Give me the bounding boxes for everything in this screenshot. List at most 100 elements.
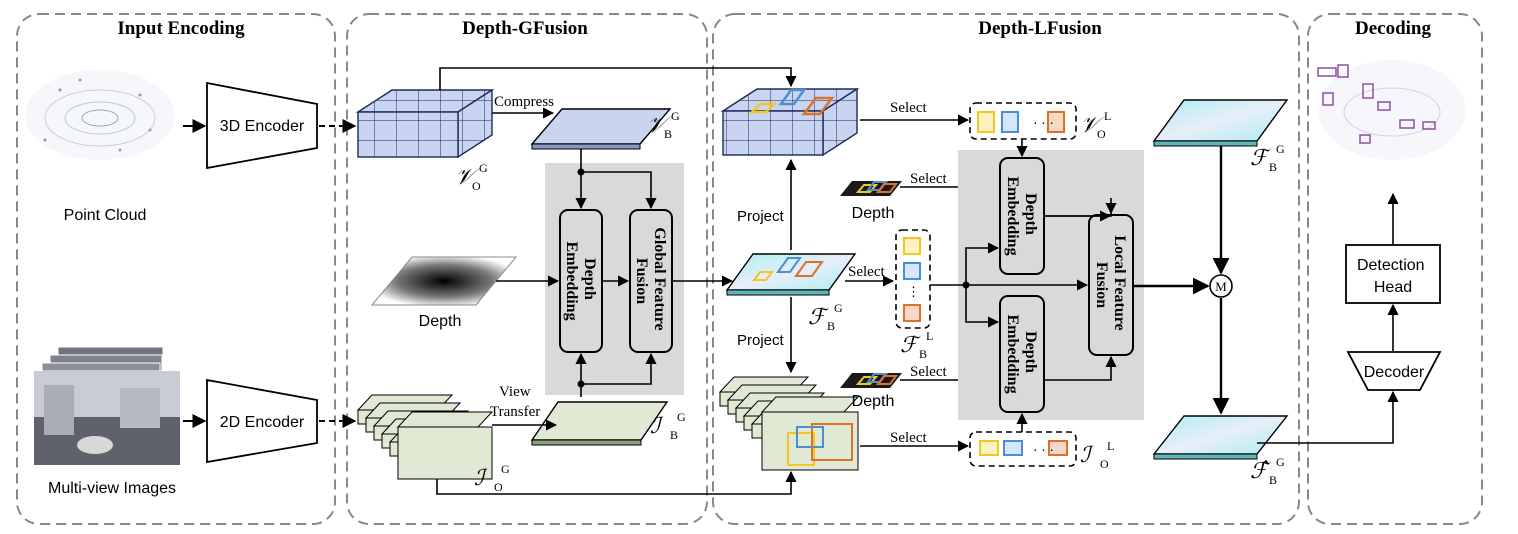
symbol-v-o-g: 𝒱 O G: [455, 161, 488, 193]
svg-text:B: B: [1269, 160, 1277, 174]
svg-text:B: B: [664, 127, 672, 141]
selected-bev-cubes: ⋮: [903, 237, 921, 322]
detection-head-label: Detection Head: [1357, 257, 1429, 296]
global-feature-fusion-label: Global Feature Fusion: [633, 227, 668, 334]
depth-crop-top: [840, 181, 902, 196]
svg-text:G: G: [501, 462, 510, 476]
depth-lfusion-frame: [712, 13, 1300, 525]
image-feature-stack: [356, 394, 494, 480]
svg-text:B: B: [919, 347, 927, 361]
decoding-connectors: [1257, 192, 1399, 444]
decoder-shape: [1346, 351, 1442, 391]
select-label-depth-top: Select: [910, 171, 947, 187]
bev-final-plane-edge: [1153, 453, 1258, 460]
svg-text:L: L: [926, 329, 933, 343]
depth-map: [370, 256, 518, 306]
svg-text:B: B: [670, 428, 678, 442]
merge-node: [1209, 274, 1233, 298]
depth-gfusion-frame: [346, 13, 708, 525]
svg-text:G: G: [479, 161, 488, 175]
svg-text:O: O: [1097, 127, 1106, 141]
bev-voxel-plane-edge: [531, 143, 641, 150]
bev-box-orange: [794, 261, 824, 277]
symbol-f-b-g-hat: ℱ̂ B G: [1250, 455, 1285, 487]
point-cloud-label: Point Cloud: [64, 207, 147, 224]
depth-label-gfusion: Depth: [419, 313, 462, 330]
select-label-bev: Select: [848, 264, 885, 280]
encoder-2d-label: 2D Encoder: [220, 414, 305, 431]
symbol-v-o-l: 𝒱 O L: [1080, 109, 1111, 141]
svg-text:ℱ̂: ℱ̂: [1250, 458, 1271, 483]
detection-output-image: [1317, 60, 1466, 160]
selected-bev-box: [895, 229, 931, 329]
compress-label: Compress: [494, 94, 554, 110]
svg-text:ℱ: ℱ: [808, 304, 829, 329]
bev-box-blue: [776, 257, 802, 273]
encoder-3d-label: 3D Encoder: [220, 118, 305, 135]
selected-image-patches: · · ·: [979, 440, 1068, 459]
svg-text:O: O: [1100, 457, 1109, 471]
svg-text:ℱ: ℱ: [1250, 145, 1271, 170]
bev-output-plane: [1152, 99, 1289, 142]
multi-view-images-label: Multi-view Images: [48, 480, 176, 497]
svg-text:O: O: [494, 480, 503, 494]
depth-label-bottom: Depth: [852, 393, 895, 410]
symbol-f-b-g-out: ℱ B G: [1250, 142, 1285, 174]
svg-text:G: G: [677, 410, 686, 424]
symbol-i-b-g: ℐ B G: [650, 410, 686, 442]
svg-text:G: G: [1276, 142, 1285, 156]
voxel-grid-global: [355, 88, 495, 159]
symbol-i-o-l: ℐ O L: [1080, 439, 1114, 471]
selected-image-box: [969, 431, 1077, 467]
local-feature-fusion-label: Local Feature Fusion: [1093, 235, 1128, 334]
symbol-f-b-l: ℱ B L: [900, 329, 933, 361]
gfusion-connectors: [496, 149, 734, 397]
svg-text:ℐ: ℐ: [1080, 442, 1094, 467]
decoder-label: Decoder: [1364, 364, 1425, 381]
svg-text:G: G: [671, 109, 680, 123]
junction-top: [577, 168, 585, 176]
depth-embedding-global-label: Depth Embedding: [563, 241, 598, 320]
depth-label-top: Depth: [852, 205, 895, 222]
detection-head: [1345, 244, 1441, 304]
skip-image-to-lfusion: [436, 470, 797, 495]
bev-final-plane: [1152, 415, 1289, 455]
svg-text:· · ·: · · ·: [1033, 444, 1054, 459]
skip-voxel-to-lfusion: [439, 67, 797, 90]
svg-text:L: L: [1107, 439, 1114, 453]
decoding-title: Decoding: [1355, 18, 1432, 39]
svg-text:ℐ: ℐ: [650, 413, 664, 438]
depth-lfusion-title: Depth-LFusion: [978, 18, 1102, 39]
select-label-voxel: Select: [890, 100, 927, 116]
selected-voxels-box: [969, 102, 1077, 140]
bev-image-plane-edge: [531, 439, 642, 446]
bev-fused-plane-edge: [726, 289, 830, 296]
project-label-down: Project: [737, 332, 785, 349]
select-label-image: Select: [890, 430, 927, 446]
depth-gfusion-title: Depth-GFusion: [462, 18, 588, 39]
point-cloud-image: [25, 70, 175, 160]
bev-output-plane-edge: [1153, 140, 1258, 147]
section-frames: [16, 13, 1483, 525]
depth-embedding-bottom: [999, 295, 1045, 413]
input-encoding-title: Input Encoding: [117, 18, 245, 39]
select-label-depth-bottom: Select: [910, 364, 947, 380]
bev-image-plane: [530, 401, 669, 441]
depth-crop-bottom: [840, 373, 902, 388]
svg-text:L: L: [1104, 109, 1111, 123]
merge-label: M: [1215, 279, 1227, 294]
selected-voxel-cubes: · · ·: [977, 111, 1065, 133]
symbol-f-b-g: ℱ B G: [808, 301, 843, 333]
symbol-v-b-g: 𝒱 B G: [647, 109, 680, 141]
encoder-3d-shape: [206, 81, 318, 170]
decoding-frame: [1307, 13, 1483, 525]
svg-text:B: B: [1269, 473, 1277, 487]
svg-text:ℱ: ℱ: [900, 332, 921, 357]
svg-text:B: B: [827, 319, 835, 333]
svg-text:O: O: [472, 179, 481, 193]
junction-local: [962, 281, 970, 289]
multi-view-images: [33, 346, 181, 466]
svg-text:G: G: [834, 301, 843, 315]
view-label: View: [499, 384, 531, 400]
lfusion-connectors: [930, 139, 1117, 432]
